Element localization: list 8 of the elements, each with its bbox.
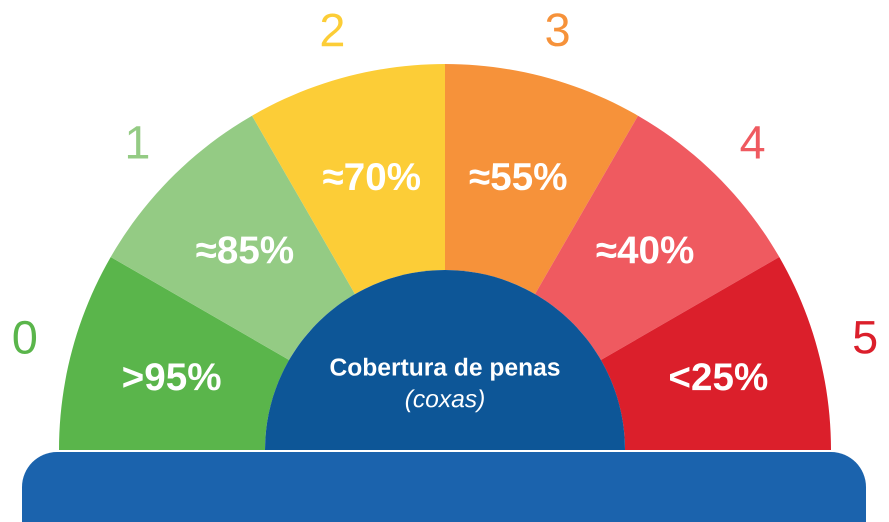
score-number: 4	[740, 126, 764, 159]
center-semicircle: Cobertura de penas (coxas)	[265, 270, 625, 450]
score-number: 3	[546, 13, 569, 46]
score-number: 2	[322, 13, 344, 46]
base-bar	[22, 452, 866, 522]
score-number: 1	[128, 126, 148, 159]
score-number: 5	[854, 321, 876, 354]
score-number: 0	[14, 320, 36, 354]
